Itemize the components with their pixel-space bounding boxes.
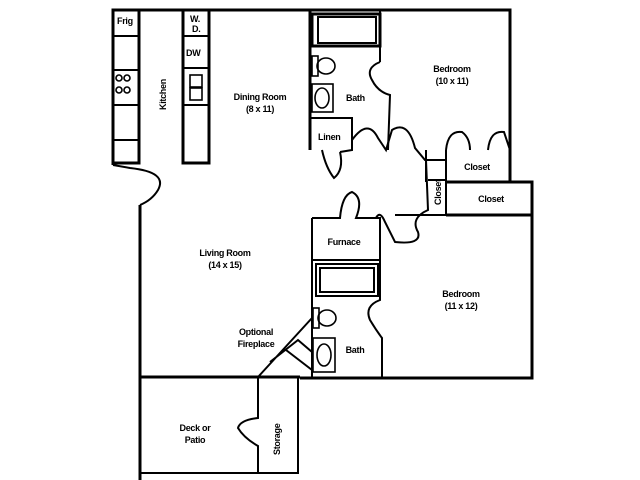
storage-walls: [236, 377, 259, 473]
hall-doors-icon: [351, 126, 446, 244]
bath-sink-icon: [311, 83, 334, 113]
dining-room-label: Dining Room: [234, 92, 287, 102]
exterior-walls: [111, 8, 534, 480]
bedroom1-size: (10 x 11): [436, 76, 469, 86]
furnace-label: Furnace: [328, 237, 361, 247]
bath-sink-icon-2: [312, 337, 336, 373]
fireplace-label-2: Fireplace: [238, 339, 275, 349]
storage-label: Storage: [272, 423, 282, 455]
fireplace-label-1: Optional: [239, 327, 273, 337]
bedroom2-size: (11 x 12): [445, 301, 478, 311]
entry-door-icon: [112, 164, 161, 206]
fridge-label: Frig: [117, 16, 133, 26]
linen-label: Linen: [318, 132, 341, 142]
dryer-label: D.: [192, 24, 200, 34]
bath1-label: Bath: [346, 93, 365, 103]
toilet-icon: [311, 55, 336, 77]
kitchen-counters: [111, 8, 211, 165]
kitchen-label: Kitchen: [158, 79, 168, 110]
hall-closet-label: Closet: [433, 179, 443, 205]
bedroom2-label: Bedroom: [442, 289, 480, 299]
deck-label-2: Patio: [185, 435, 206, 445]
washer-label: W.: [190, 14, 200, 24]
deck-label-1: Deck or: [180, 423, 212, 433]
bedroom2-closet-label: Closet: [478, 194, 504, 204]
dishwasher-label: DW: [186, 48, 201, 58]
living-room-size: (14 x 15): [208, 260, 242, 270]
bath2-walls: [315, 260, 383, 378]
stove-icon: [115, 74, 131, 94]
bath1-walls: [308, 10, 392, 180]
living-room-label: Living Room: [199, 248, 250, 258]
sink-icon: [189, 74, 203, 101]
bath2-label: Bath: [346, 345, 365, 355]
fireplace-icon: [257, 317, 313, 378]
dining-room-size: (8 x 11): [246, 104, 274, 114]
closet-walls: [395, 130, 532, 217]
bedroom1-closet-label: Closet: [464, 162, 490, 172]
bedroom1-label: Bedroom: [433, 64, 471, 74]
toilet-icon-2: [312, 307, 337, 329]
